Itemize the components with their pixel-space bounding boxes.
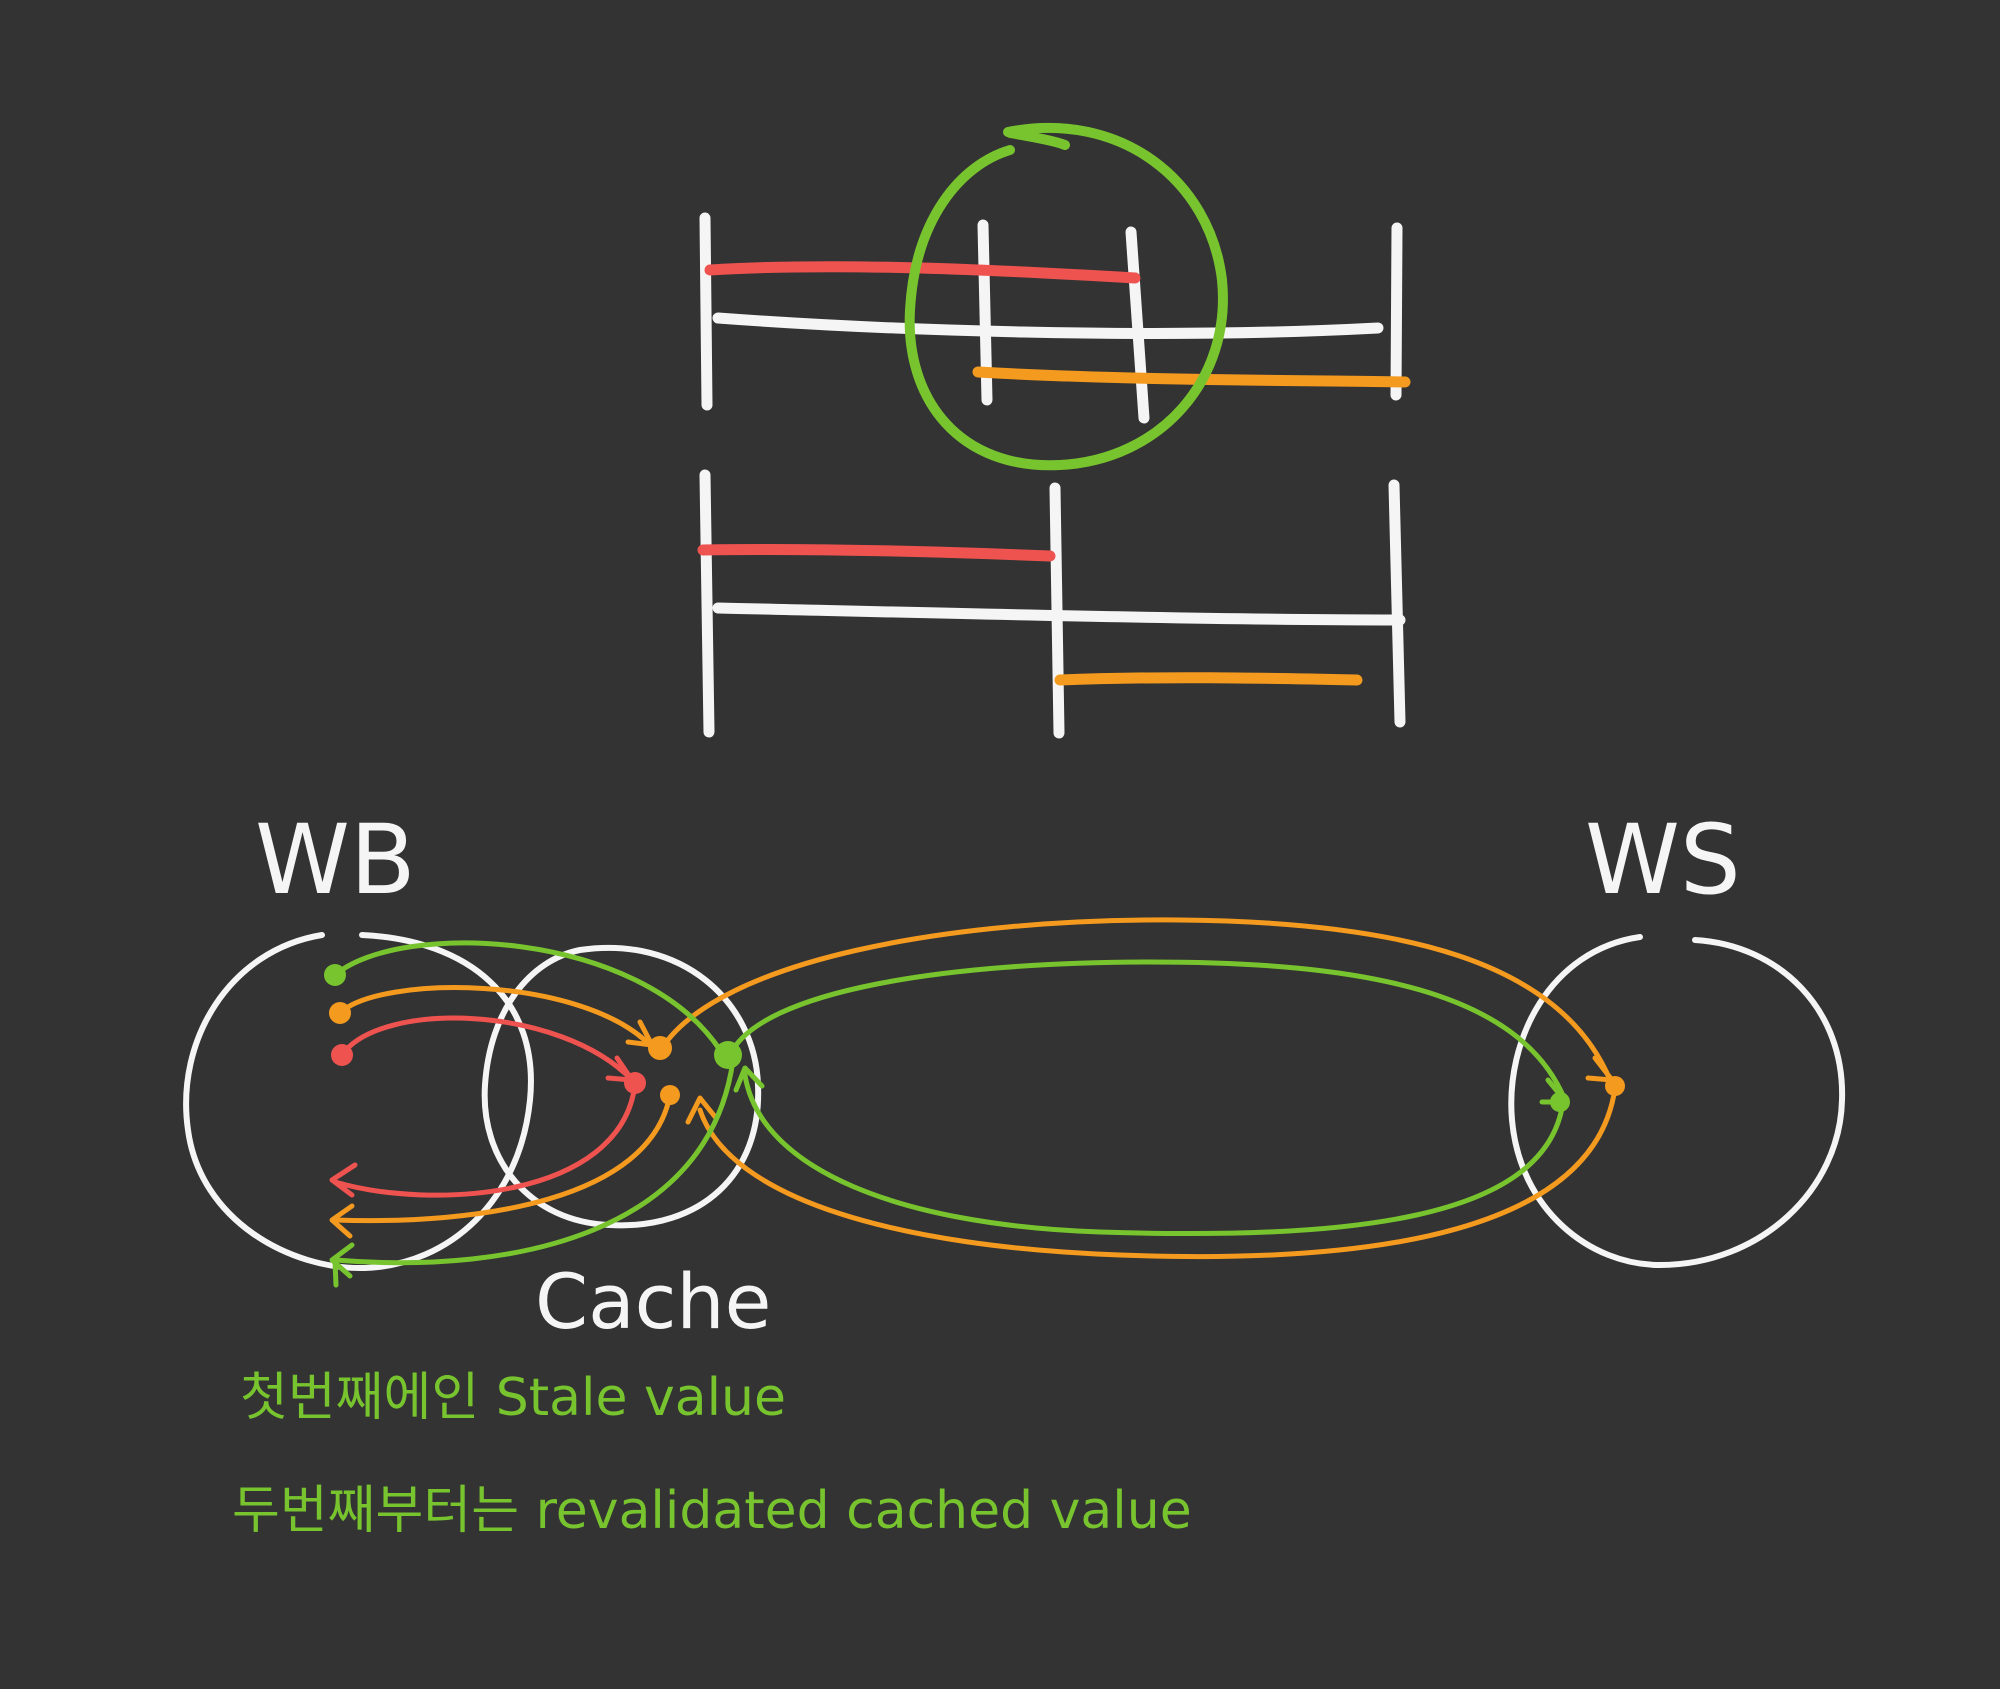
timeline-bottom-orange-span (1054, 672, 1363, 686)
green-stub (332, 1259, 339, 1288)
cache-label: Cache (535, 1257, 771, 1346)
green-arrowhead-wb (329, 1242, 355, 1279)
orange-start-dot (329, 1002, 351, 1024)
green-start-dot (324, 964, 346, 986)
orange-ws-dot (1605, 1076, 1625, 1096)
orange-arrowhead-ws (1585, 1055, 1615, 1083)
wb-circle (183, 932, 534, 1272)
nodes (183, 932, 1846, 1272)
orange-response-arrow (332, 1092, 673, 1224)
green-response-arrow (332, 1057, 736, 1266)
green-to-ws-arrow (727, 959, 1568, 1103)
ws-label: WS (1585, 804, 1741, 916)
timeline-bottom-axis (712, 602, 1406, 626)
timeline-top-red-span (704, 261, 1141, 284)
red-start-dot (331, 1044, 353, 1066)
orange-ws-return-arrow (697, 1085, 1618, 1260)
timeline-top-axis (712, 312, 1384, 339)
orange-cache-return-dot (660, 1085, 680, 1105)
note-subsequent-requests: 두번째부터는 revalidated cached value (232, 1481, 1192, 1541)
green-ws-dot (1550, 1092, 1570, 1112)
note-first-request: 첫번째에인 Stale value (240, 1368, 786, 1428)
green-request-arrow (332, 940, 723, 1053)
timeline-top-left-bar (699, 212, 713, 411)
green-cache-dot (714, 1041, 742, 1069)
highlight-circle (904, 123, 1228, 471)
cache-circle (481, 944, 762, 1229)
orange-cache-dot (648, 1036, 672, 1060)
orange-to-ws-arrow (659, 917, 1613, 1083)
timeline-bottom (697, 469, 1406, 739)
timeline-top-mid-bar-2 (1125, 226, 1150, 424)
green-flow (324, 940, 1570, 1288)
timeline-top-right-bar (1390, 222, 1403, 401)
green-arrowhead-cache-return (733, 1065, 765, 1093)
orange-arrowhead-cache-return (685, 1095, 719, 1125)
red-arrowhead-back (329, 1162, 358, 1198)
red-flow (329, 1015, 646, 1198)
orange-request-arrow (337, 985, 653, 1048)
red-cache-dot (624, 1072, 646, 1094)
ws-circle (1508, 934, 1846, 1268)
timeline-bottom-red-span (697, 543, 1056, 562)
timeline-top-orange-span (972, 366, 1411, 388)
wb-label: WB (255, 804, 416, 916)
timeline-top (699, 123, 1411, 471)
green-ws-return-arrow (742, 1072, 1565, 1237)
timeline-bottom-right-bar (1388, 479, 1406, 728)
orange-arrowhead-wb (329, 1203, 355, 1239)
orange-flow (329, 917, 1625, 1260)
red-request-arrow (339, 1015, 635, 1083)
highlight-circle-tail (1005, 128, 1070, 150)
red-response-arrow (332, 1082, 638, 1198)
timeline-bottom-left-bar (699, 469, 715, 738)
